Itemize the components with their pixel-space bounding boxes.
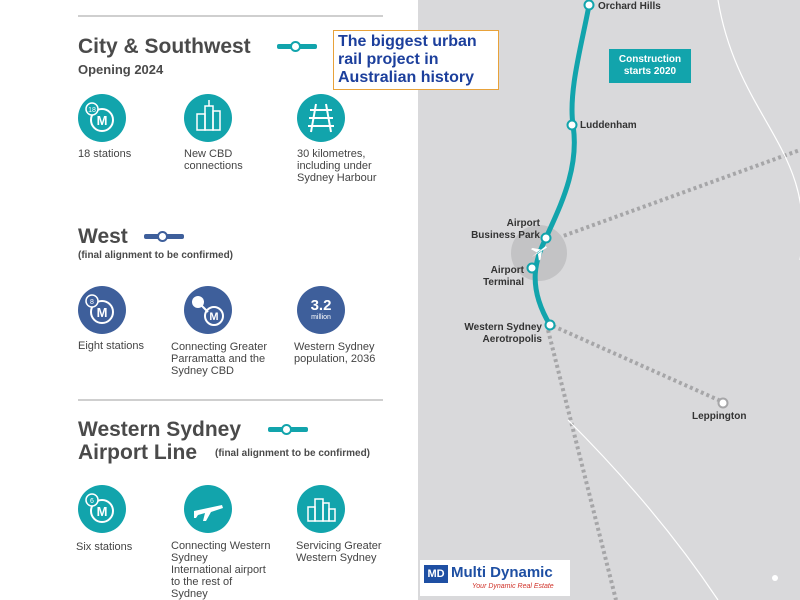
logo-tagline: Your Dynamic Real Estate — [472, 583, 554, 590]
logo-brand: Multi Dynamic — [451, 564, 553, 581]
teal-line-symbol-icon — [268, 424, 308, 435]
station-count-badge: 8 — [90, 299, 94, 306]
feature-text: Servicing Greater Western Sydney — [296, 540, 382, 564]
label-luddenham: Luddenham — [580, 120, 637, 131]
station-orchard-hills — [583, 0, 595, 11]
city-southwest-subtitle: Opening 2024 — [78, 62, 164, 77]
west-subtitle: (final alignment to be confirmed) — [78, 250, 234, 261]
svg-text:M: M — [97, 305, 108, 320]
airport-plane-icon — [530, 246, 547, 261]
divider — [78, 15, 383, 17]
label-orchard-hills: Orchard Hills — [598, 1, 661, 12]
construction-badge: Construction starts 2020 — [609, 49, 691, 83]
airplane-icon — [184, 485, 232, 533]
boundary-line — [717, 0, 800, 260]
future-alignment-line — [552, 324, 724, 404]
airport-line-title-2: Airport Line — [78, 441, 197, 464]
metro-stations-icon: M 6 — [78, 485, 126, 533]
station-count-badge: 18 — [88, 107, 96, 114]
city-buildings-icon — [297, 485, 345, 533]
headline-callout: The biggest urban rail project in Austra… — [333, 30, 499, 90]
teal-line-symbol-icon — [277, 41, 317, 52]
airport-line-subtitle: (final alignment to be confirmed) — [215, 448, 371, 459]
station-luddenham — [566, 119, 578, 131]
station-aerotropolis — [544, 319, 556, 331]
station-airport-business-park — [540, 232, 552, 244]
metro-stations-icon: M 8 — [78, 286, 126, 334]
multi-dynamic-logo: MD Multi Dynamic Your Dynamic Real Estat… — [420, 560, 570, 596]
feature-text: New CBD connections — [184, 148, 243, 172]
rail-track-icon — [297, 94, 345, 142]
metro-connection-icon: M — [184, 286, 232, 334]
city-southwest-title: City & Southwest — [78, 35, 251, 58]
metro-stations-icon: M 18 — [78, 94, 126, 142]
station-count-badge: 6 — [90, 498, 94, 505]
label-airport-terminal: Airport Terminal — [483, 265, 524, 288]
svg-text:M: M — [97, 504, 108, 519]
west-title: West — [78, 225, 128, 248]
info-panel: City & Southwest Opening 2024 M 18 18 st… — [76, 15, 383, 600]
svg-text:M: M — [97, 113, 108, 128]
feature-text: 30 kilometres, including under Sydney Ha… — [297, 148, 377, 184]
boundary-line — [567, 419, 719, 600]
feature-text: Six stations — [76, 541, 133, 553]
population-value: 3.2 — [310, 297, 332, 314]
label-aerotropolis: Western Sydney Aerotropolis — [464, 322, 542, 345]
station-leppington — [717, 397, 729, 409]
metro-route-map — [418, 0, 800, 600]
label-leppington: Leppington — [692, 411, 747, 422]
feature-text: Western Sydney population, 2036 — [294, 341, 376, 365]
population-unit: million — [311, 314, 331, 321]
map-marker — [772, 575, 778, 581]
feature-text: Eight stations — [78, 340, 145, 352]
divider — [78, 399, 383, 401]
city-buildings-icon — [184, 94, 232, 142]
feature-text: Connecting Western Sydney International … — [171, 540, 271, 600]
population-stat-icon: 3.2 million — [297, 286, 345, 334]
navy-line-symbol-icon — [144, 231, 184, 242]
logo-mark: MD — [424, 565, 448, 583]
svg-text:M: M — [209, 311, 218, 323]
feature-text: Connecting Greater Parramatta and the Sy… — [171, 341, 267, 377]
future-alignment-line — [546, 329, 618, 600]
airport-line-title-1: Western Sydney — [78, 418, 242, 441]
label-airport-business-park: Airport Business Park — [471, 218, 540, 241]
route-lines — [511, 0, 800, 600]
feature-text: 18 stations — [78, 148, 132, 160]
station-airport-terminal — [526, 262, 538, 274]
